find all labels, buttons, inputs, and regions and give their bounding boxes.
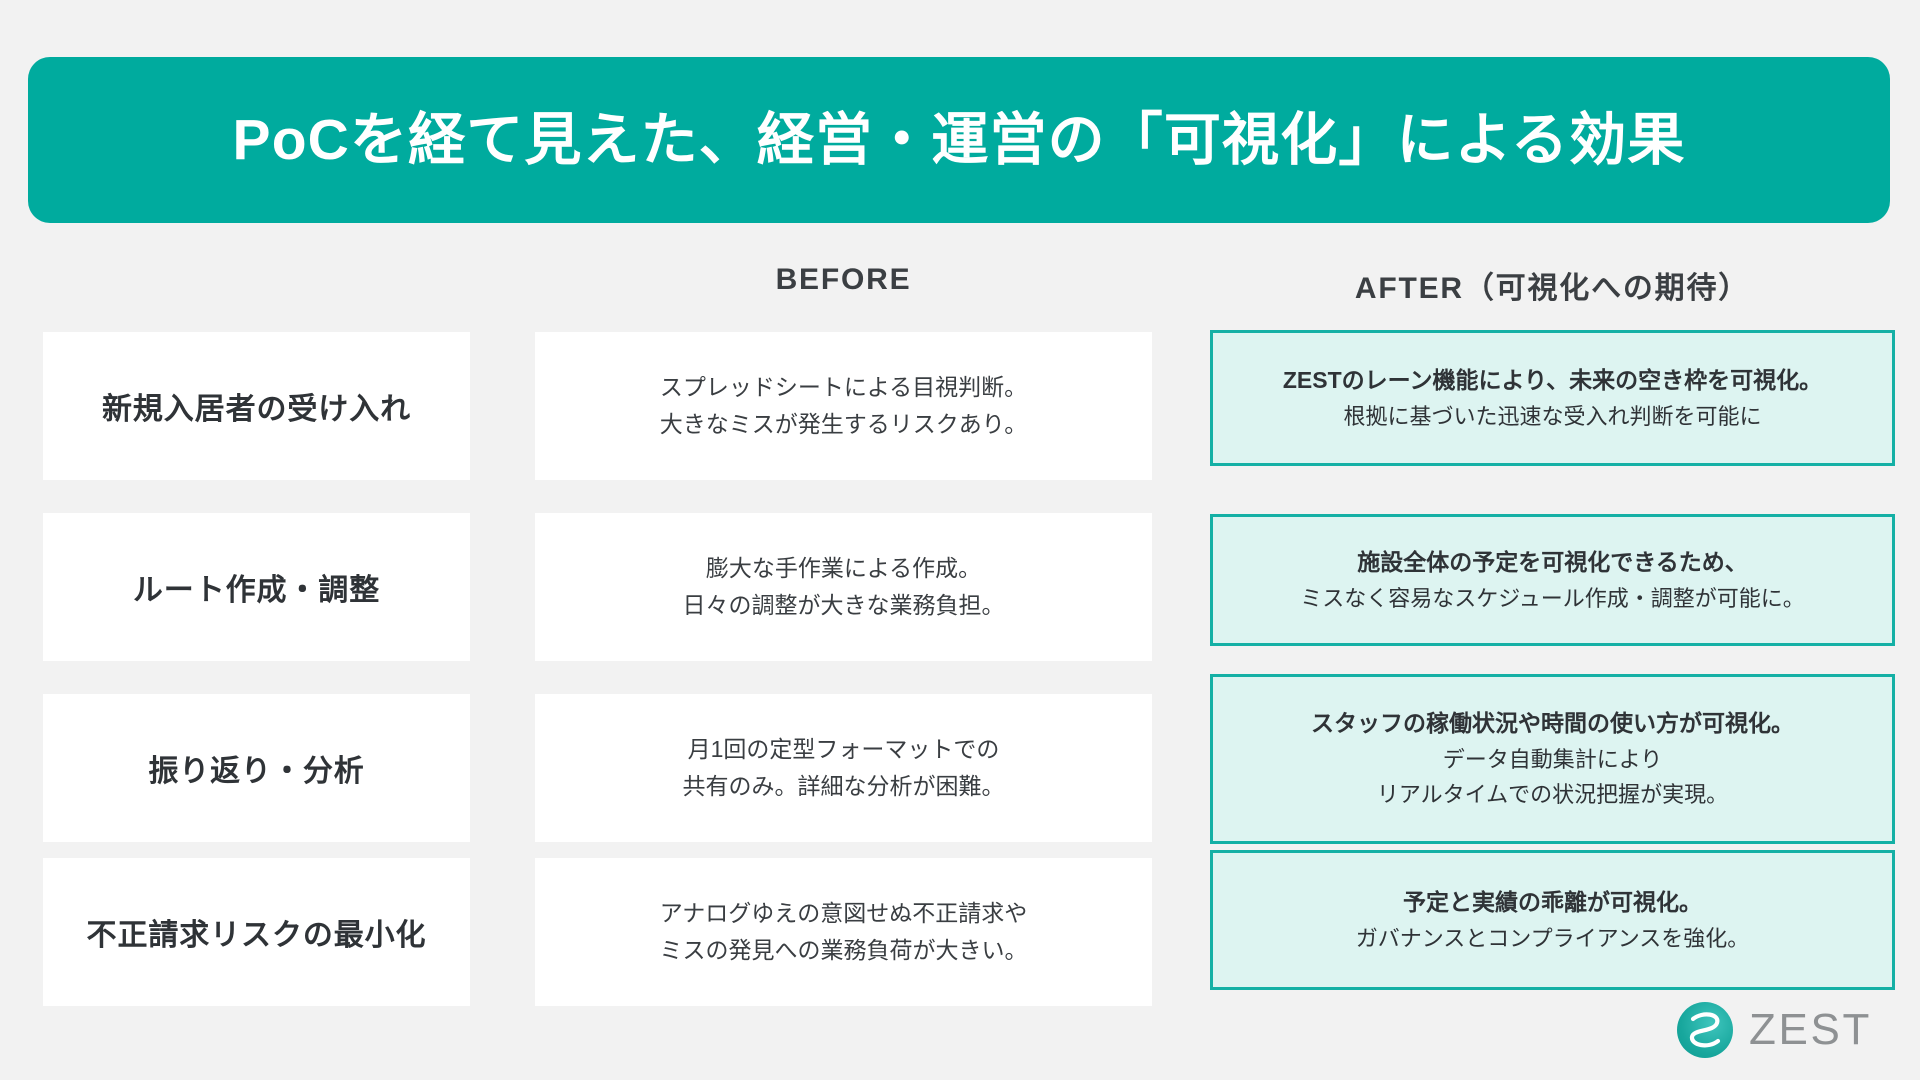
before-line: ミスの発見への業務負荷が大きい。 — [659, 937, 1028, 963]
before-cell: スプレッドシートによる目視判断。 大きなミスが発生するリスクあり。 — [535, 332, 1152, 480]
row-label: 不正請求リスクの最小化 — [43, 858, 470, 1006]
after-cell: 予定と実績の乖離が可視化。 ガバナンスとコンプライアンスを強化。 — [1210, 850, 1895, 990]
after-line: ミスなく容易なスケジュール作成・調整が可能に。 — [1300, 585, 1805, 611]
before-line: 膨大な手作業による作成。 — [705, 554, 982, 581]
after-line: 根拠に基づいた迅速な受入れ判断を可能に — [1343, 403, 1762, 429]
after-line: スタッフの稼働状況や時間の使い方が可視化。 — [1311, 710, 1794, 737]
before-line: 月1回の定型フォーマットでの — [687, 735, 1000, 762]
after-cell: スタッフの稼働状況や時間の使い方が可視化。 データ自動集計により リアルタイムで… — [1210, 674, 1895, 844]
title-banner: PoCを経て見えた、経営・運営の「可視化」による効果 — [28, 57, 1890, 223]
page-title: PoCを経て見えた、経営・運営の「可視化」による効果 — [232, 107, 1686, 172]
column-header-after: AFTER（可視化への期待） — [1354, 272, 1751, 305]
column-header-before: BEFORE — [775, 263, 912, 296]
after-line: 予定と実績の乖離が可視化。 — [1403, 889, 1702, 915]
after-line: ガバナンスとコンプライアンスを強化。 — [1355, 925, 1750, 951]
row-label: ルート作成・調整 — [43, 513, 470, 661]
after-cell: ZESTのレーン機能により、未来の空き枠を可視化。 根拠に基づいた迅速な受入れ判… — [1210, 330, 1895, 466]
table-row: 不正請求リスクの最小化 アナログゆえの意図せぬ不正請求や ミスの発見への業務負荷… — [0, 850, 1920, 1006]
before-cell: 月1回の定型フォーマットでの 共有のみ。詳細な分析が困難。 — [535, 694, 1152, 842]
before-cell: アナログゆえの意図せぬ不正請求や ミスの発見への業務負荷が大きい。 — [535, 858, 1152, 1006]
table-row: 振り返り・分析 月1回の定型フォーマットでの 共有のみ。詳細な分析が困難。 スタ… — [0, 674, 1920, 844]
after-line: データ自動集計により — [1442, 747, 1663, 773]
table-row: ルート作成・調整 膨大な手作業による作成。 日々の調整が大きな業務負担。 施設全… — [0, 513, 1920, 661]
before-cell: 膨大な手作業による作成。 日々の調整が大きな業務負担。 — [535, 513, 1152, 661]
before-line: アナログゆえの意図せぬ不正請求や — [659, 899, 1028, 926]
zest-logo: ZEST — [1676, 1002, 1872, 1058]
zest-swoosh-icon — [1676, 1002, 1733, 1058]
after-line: 施設全体の予定を可視化できるため、 — [1357, 549, 1748, 575]
before-line: 大きなミスが発生するリスクあり。 — [659, 411, 1028, 437]
after-line: リアルタイムでの状況把握が実現。 — [1376, 782, 1729, 808]
before-line: 日々の調整が大きな業務負担。 — [682, 592, 1005, 618]
before-line: 共有のみ。詳細な分析が困難。 — [682, 773, 1005, 799]
row-label: 新規入居者の受け入れ — [43, 332, 470, 480]
before-line: スプレッドシートによる目視判断。 — [659, 373, 1028, 400]
after-cell: 施設全体の予定を可視化できるため、 ミスなく容易なスケジュール作成・調整が可能に… — [1210, 514, 1895, 646]
after-line: ZESTのレーン機能により、未来の空き枠を可視化。 — [1282, 367, 1823, 393]
table-row: 新規入居者の受け入れ スプレッドシートによる目視判断。 大きなミスが発生するリス… — [0, 330, 1920, 480]
row-label: 振り返り・分析 — [43, 694, 470, 842]
zest-wordmark: ZEST — [1748, 1005, 1872, 1054]
